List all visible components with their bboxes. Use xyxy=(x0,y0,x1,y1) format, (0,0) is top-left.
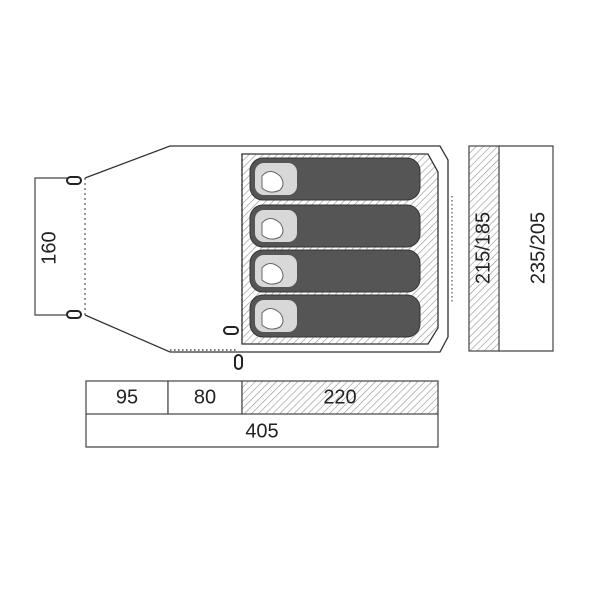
inner-length-cell xyxy=(241,380,439,415)
total-length-label: 405 xyxy=(245,420,278,442)
entrance-width-label: 160 xyxy=(38,231,60,264)
vestibule-depth-cell xyxy=(85,380,169,415)
pillow-icon xyxy=(261,308,284,330)
inner-width-label: 215/185 xyxy=(472,212,494,284)
vestibule-depth-label: 95 xyxy=(116,386,138,408)
outer-width-label: 235/205 xyxy=(527,212,549,284)
tent-peg-icon xyxy=(223,326,239,335)
inner-length-label: 220 xyxy=(323,386,356,408)
tent-peg-icon xyxy=(234,354,243,370)
entrance-width-dimension: 160 xyxy=(34,177,67,316)
vestibule-front-cell xyxy=(167,380,243,415)
sleeping-bag xyxy=(249,204,421,248)
sleeping-bags xyxy=(249,157,421,338)
vestibule-front-label: 80 xyxy=(194,386,216,408)
inner-width-dimension: 215/185 xyxy=(468,145,500,352)
pillow-icon xyxy=(261,171,284,193)
pillow-icon xyxy=(261,218,284,240)
fly-outline xyxy=(84,145,449,353)
pillow-icon xyxy=(261,263,284,285)
inner-width-bar xyxy=(468,145,500,352)
outer-dimension-bracket xyxy=(499,145,554,352)
sleeping-bag xyxy=(249,249,421,293)
tent-outline xyxy=(84,145,453,353)
entrance-dimension-bracket xyxy=(34,177,67,316)
tent-pegs xyxy=(66,176,243,370)
sleeping-bag xyxy=(249,294,421,338)
total-length-bracket xyxy=(85,414,439,448)
sleeping-bag xyxy=(249,157,421,201)
length-dimensions: 95 80 220 405 xyxy=(85,380,439,448)
tent-peg-icon xyxy=(66,310,82,319)
tent-peg-icon xyxy=(66,176,82,185)
outer-width-dimension: 235/205 xyxy=(499,145,554,352)
